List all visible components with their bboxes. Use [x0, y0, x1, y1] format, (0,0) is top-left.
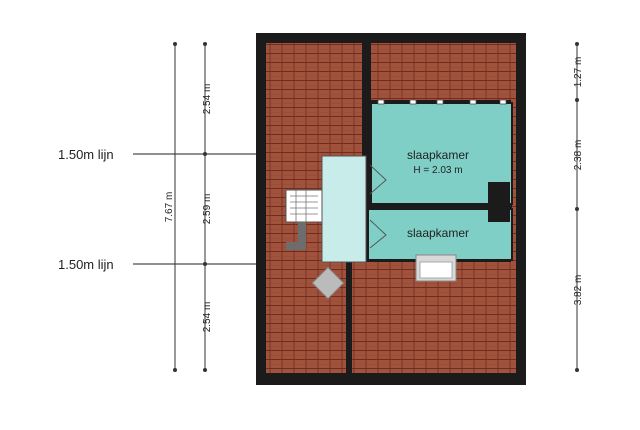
stair-landing: [321, 155, 367, 263]
roof-tiles-bottom: [266, 262, 516, 373]
dim-tick: [575, 368, 579, 372]
interior-wall-upper: [362, 43, 371, 103]
window-strip: [377, 99, 507, 105]
dim-tick: [203, 42, 207, 46]
door-swing-top: [369, 164, 387, 195]
chimney: [488, 182, 510, 222]
dim-tick: [203, 152, 207, 156]
dim-right-seg-2: 2.38 m: [573, 140, 584, 171]
room-divider-wall: [366, 203, 512, 209]
roof-tiles-right-side: [511, 100, 516, 262]
dim-tick: [203, 262, 207, 266]
roof-tiles-right-top: [371, 43, 516, 100]
room-label-bottom: slaapkamer: [407, 226, 469, 240]
dim-tick: [575, 98, 579, 102]
roof-window: [415, 254, 457, 282]
dim-right-seg-1: 1.27 m: [573, 57, 584, 88]
dim-left-seg-2: 2.59 m: [202, 194, 213, 225]
dim-tick: [575, 207, 579, 211]
dim-left-total: 7.67 m: [164, 192, 175, 223]
staircase: [285, 189, 323, 250]
dim-tick: [575, 42, 579, 46]
roof-hatch: [311, 266, 345, 300]
height-line-label-1: 1.50m lijn: [58, 147, 114, 162]
dim-right-seg-3: 3.82 m: [573, 275, 584, 306]
dim-tick: [173, 368, 177, 372]
door-swing-bottom: [369, 219, 387, 249]
dim-tick: [173, 42, 177, 46]
height-line-label-2: 1.50m lijn: [58, 257, 114, 272]
room-height-label: H = 2.03 m: [413, 165, 462, 176]
dim-left-seg-3: 2.54 m: [202, 302, 213, 333]
room-label-top: slaapkamer: [407, 148, 469, 162]
interior-wall-lower: [346, 258, 352, 373]
dim-left-seg-1: 2.54 m: [202, 84, 213, 115]
dim-tick: [203, 368, 207, 372]
